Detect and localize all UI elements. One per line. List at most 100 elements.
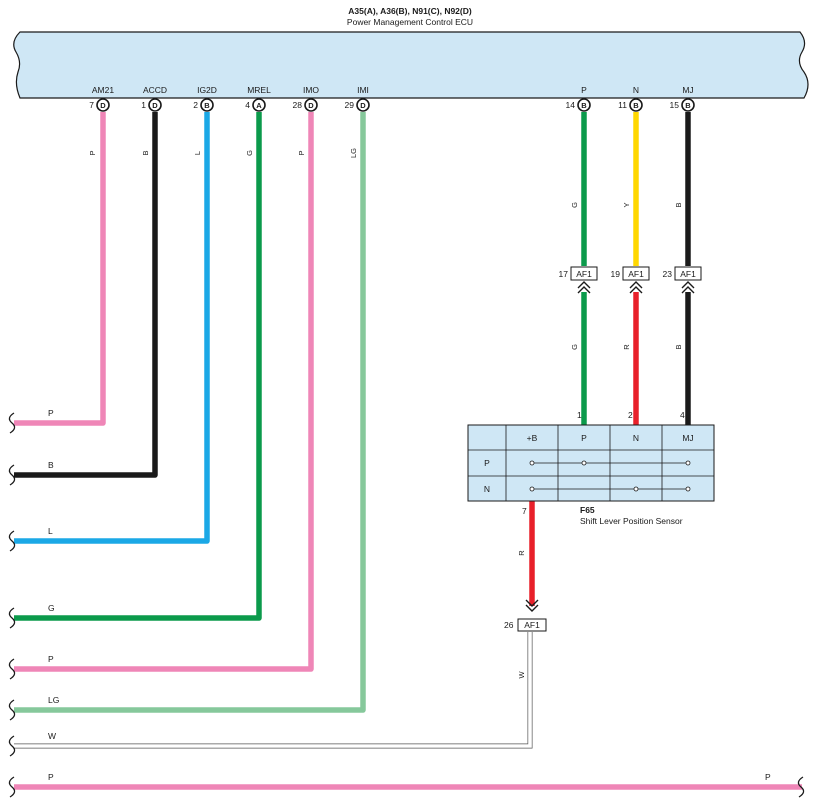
sensor-out-pin: 7: [522, 506, 527, 516]
sensor-pin-number: 1: [577, 410, 582, 420]
wire-code: R: [517, 550, 526, 556]
ecu-pin-group: AM21D7ACCDD1IG2DB2MRELA4IMOD28IMID29PB14…: [89, 85, 695, 112]
ecu-pin-circle: [200, 98, 214, 112]
junction-box: [570, 266, 598, 281]
wire-code: L: [193, 151, 202, 155]
wire-break-mark: [8, 607, 16, 629]
ecu-pin-number: 4: [245, 100, 250, 110]
wire-break-mark: [8, 412, 16, 434]
ecu-pin-number: 7: [89, 100, 94, 110]
ecu-pin-connector: B: [633, 101, 639, 110]
switch-contact: [529, 460, 535, 466]
sensor-row-header: P: [484, 458, 490, 468]
shift-lever-position-sensor: +B P N MJ P N 1 2 4 7 F65 Shift Lever Po…: [467, 410, 715, 526]
ecu-name: Power Management Control ECU: [347, 17, 473, 27]
wire-imi: [14, 112, 366, 713]
ecu-pin-circle: [148, 98, 162, 112]
junction-label: AF1: [576, 269, 592, 279]
left-wire-label: W: [48, 731, 56, 741]
wire-break-mark: [8, 658, 16, 680]
junction-label: AF1: [680, 269, 696, 279]
ecu-pin-connector: D: [152, 101, 158, 110]
junction-chevron: [681, 286, 695, 294]
sensor-col-header: N: [633, 433, 639, 443]
wire-code: G: [570, 344, 579, 350]
ecu-pin-name: IMO: [303, 85, 319, 95]
wire-accd: [14, 112, 158, 478]
ecu-pin-name: IG2D: [197, 85, 217, 95]
ecu-pin-number: 14: [566, 100, 576, 110]
ecu-pin-circle: [304, 98, 318, 112]
ecu-pin-circle: [629, 98, 643, 112]
ecu-pin-number: 28: [293, 100, 303, 110]
ecu-pin-number: 1: [141, 100, 146, 110]
wire-code: G: [245, 150, 254, 156]
ecu-pin: MJ B 15: [670, 85, 695, 112]
ecu-connector-codes: A35(A), A36(B), N91(C), N92(D): [348, 6, 472, 16]
wire-code: G: [570, 202, 579, 208]
wire-code: LG: [349, 148, 358, 158]
break-mark-group: [8, 412, 805, 798]
ecu-pin-number: 11: [618, 100, 627, 110]
ecu-pin-name: IMI: [357, 85, 369, 95]
switch-contact: [581, 460, 587, 466]
junction-chevron: [577, 281, 591, 289]
sensor-col-header: +B: [527, 433, 538, 443]
ecu-pin-circle: [96, 98, 110, 112]
wire-imo: [14, 112, 314, 672]
wire-code: P: [88, 150, 97, 155]
wire-break-mark: [797, 776, 805, 798]
ecu-pin: NB 11: [618, 85, 643, 112]
wire-code: B: [674, 202, 683, 207]
ecu-wire-group: [14, 112, 802, 790]
switch-contact: [685, 460, 691, 466]
ecu-pin-circle: [681, 98, 695, 112]
sensor-name: Shift Lever Position Sensor: [580, 516, 683, 526]
junction-chevron: [525, 604, 539, 612]
ecu-pin-connector: A: [256, 101, 262, 110]
left-wire-label: P: [48, 654, 54, 664]
left-wire-label: LG: [48, 695, 59, 705]
left-wire-label: G: [48, 603, 55, 613]
wire-code: R: [622, 344, 631, 350]
sensor-id: F65: [580, 505, 595, 515]
ecu-pin-connector: B: [204, 101, 210, 110]
ecu-pin-circle: [356, 98, 370, 112]
junction-chevron: [629, 286, 643, 294]
wire-code: P: [297, 150, 306, 155]
ecu-pin-name: MJ: [682, 85, 693, 95]
wire-code: Y: [622, 202, 631, 207]
junction-number: 17: [559, 269, 569, 279]
wire-ig2d: [14, 112, 210, 544]
junction-chevron: [681, 281, 695, 289]
left-wire-label: P: [48, 772, 54, 782]
wire-code: B: [141, 150, 150, 155]
wire-w-fill: [14, 632, 532, 748]
ecu-pin-circle: [252, 98, 266, 112]
ecu-pin-circle: [577, 98, 591, 112]
wire-mrel: [14, 112, 262, 621]
ecu-pin-name: N: [633, 85, 639, 95]
switch-contact: [685, 486, 691, 492]
sensor-row-header: N: [484, 484, 490, 494]
junction-number: 23: [663, 269, 673, 279]
wire-break-mark: [8, 464, 16, 486]
ecu-pin-number: 15: [670, 100, 680, 110]
junction-af1: AF1 17: [559, 266, 598, 294]
junction-number: 26: [504, 620, 514, 630]
junction-box: [674, 266, 702, 281]
bottom-right-label: P: [765, 772, 771, 782]
ecu-pin-connector: B: [685, 101, 691, 110]
left-wire-label: B: [48, 460, 54, 470]
wire-break-mark: [8, 699, 16, 721]
sensor-pin-number: 4: [680, 410, 685, 420]
left-wire-label: L: [48, 526, 53, 536]
ecu-pin-name: ACCD: [143, 85, 167, 95]
